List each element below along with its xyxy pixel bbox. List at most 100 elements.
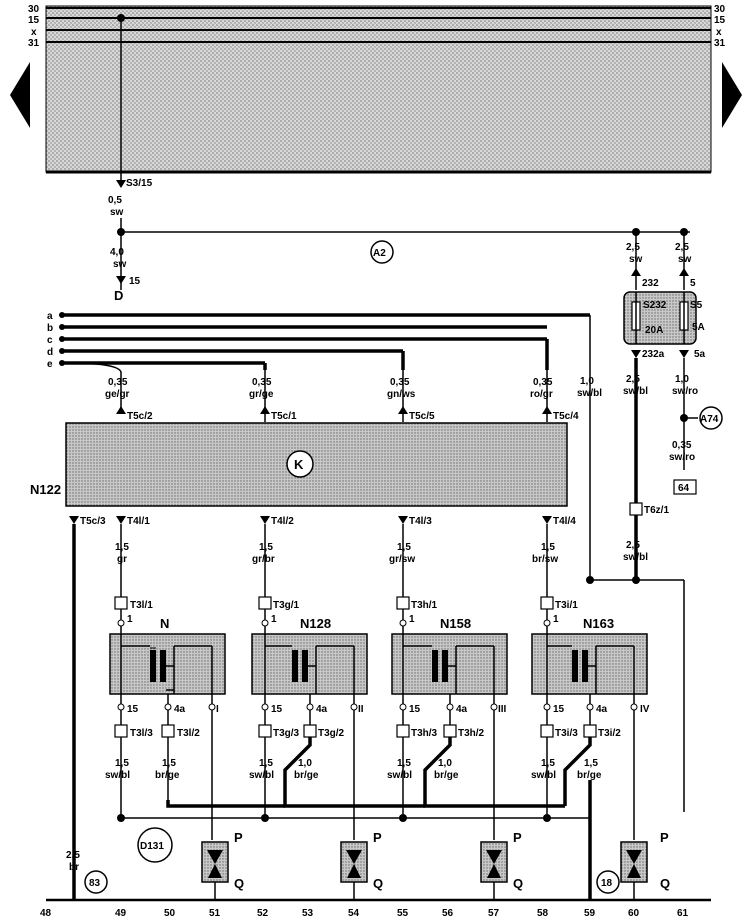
plug-q-label: Q	[660, 876, 670, 891]
connector-label: T3i/2	[598, 728, 621, 739]
ground-18-symbol	[596, 870, 620, 894]
relay-panel	[45, 5, 712, 174]
pin-label: 15	[553, 704, 565, 715]
control-unit-symbol	[286, 450, 314, 478]
wire-color: br	[69, 862, 79, 873]
wire-size: 0,35	[533, 377, 553, 388]
track-number: 57	[488, 908, 500, 919]
wire-color: ge/gr	[105, 389, 130, 400]
bus-letter-b: b	[47, 323, 53, 334]
pin-label: II	[358, 704, 364, 715]
plug-q-label: Q	[234, 876, 244, 891]
connector-label: T3g/2	[318, 728, 345, 739]
connector-label: T3i/1	[555, 600, 578, 611]
wire-size: 0,5	[108, 195, 122, 206]
a74-connector-symbol	[699, 406, 723, 430]
wire-size: 1,5	[584, 758, 598, 769]
rail-label-x-left: x	[31, 27, 37, 38]
coil-n163	[531, 596, 648, 900]
pin-label: T5c/1	[271, 411, 297, 422]
terminal-arrow-icon	[116, 180, 126, 188]
track-number: 58	[537, 908, 549, 919]
pin-label: 1	[409, 614, 415, 625]
bus-letter-e: e	[47, 359, 53, 370]
wire-color: br/ge	[577, 770, 602, 781]
coil-n128	[251, 596, 368, 840]
plug-p-label: P	[660, 830, 669, 845]
bus-letter-a: a	[47, 311, 53, 322]
a2-connector-symbol	[370, 240, 394, 264]
track-number: 54	[348, 908, 360, 919]
wire-color: gn/ws	[387, 389, 416, 400]
coil-name: N163	[583, 616, 614, 631]
track-number: 52	[257, 908, 269, 919]
track-number: 55	[397, 908, 409, 919]
ground-83-symbol	[84, 870, 108, 894]
pin-label: T5c/2	[127, 411, 153, 422]
ground-83-label: 83	[89, 878, 101, 889]
pin-label: 4a	[596, 704, 608, 715]
connector-label: T3l/3	[130, 728, 153, 739]
track-number: 61	[677, 908, 689, 919]
wire-color: gr/ge	[249, 389, 274, 400]
fuse-s5-label: S5	[690, 300, 703, 311]
wire-color: sw/bl	[249, 770, 274, 781]
wire-color: br/ge	[155, 770, 180, 781]
wire-color: sw/bl	[387, 770, 412, 781]
d-pin-label: 15	[129, 276, 141, 287]
pin-label: T4l/4	[553, 516, 576, 527]
rail-label-30-right: 30	[714, 4, 726, 15]
rail-label-15-right: 15	[714, 15, 726, 26]
pin-label: 4a	[456, 704, 468, 715]
wire-color: sw	[678, 254, 692, 265]
coil-name: N	[160, 616, 169, 631]
fuse-pin-label: 232	[642, 278, 659, 289]
track-number: 56	[442, 908, 454, 919]
control-unit-symbol-label: K	[294, 457, 304, 472]
wire-size: 1,5	[541, 758, 555, 769]
track-number: 53	[302, 908, 314, 919]
wire-size: 1,5	[115, 542, 129, 553]
plug-p-label: P	[373, 830, 382, 845]
wire-size: 0,35	[672, 440, 692, 451]
ref-box-64-label: 64	[678, 483, 690, 494]
pin-label: 1	[553, 614, 559, 625]
wire-size: 1,0	[675, 374, 689, 385]
page-next-arrow-icon[interactable]	[722, 62, 742, 128]
wire-color: br/sw	[532, 554, 558, 565]
wire-size: 1,5	[259, 758, 273, 769]
track-number: 49	[115, 908, 127, 919]
pin-label: 15	[409, 704, 421, 715]
a2-label: A2	[373, 248, 386, 259]
page-prev-arrow-icon[interactable]	[10, 62, 30, 128]
wire-color: sw	[113, 259, 127, 270]
s3-label: S3/15	[126, 178, 153, 189]
wire-size: 1,5	[115, 758, 129, 769]
fuse-pin-label: 5a	[694, 349, 706, 360]
wire-color: ro/gr	[530, 389, 553, 400]
wire-size: 1,0	[580, 376, 594, 387]
wire-color: sw	[110, 207, 124, 218]
ref-box-64	[673, 479, 697, 495]
connector-label: T3h/1	[411, 600, 438, 611]
d131-connector-symbol	[137, 827, 173, 863]
control-unit-name: N122	[30, 482, 61, 497]
pin-label: T5c/3	[80, 516, 106, 527]
current-track-numbers: 48 49 50 51 52 53 54 55 56 57 58 59 60 6…	[40, 908, 689, 919]
wire-size: 2,5	[626, 242, 640, 253]
wire-color: sw/bl	[577, 388, 602, 399]
d131-label: D131	[140, 841, 164, 852]
pin-label: 1	[127, 614, 133, 625]
harness-bus	[59, 312, 591, 580]
shared-wiring	[117, 800, 590, 822]
pin-label: T5c/5	[409, 411, 435, 422]
connector-label: T3g/1	[273, 600, 300, 611]
a74-label: A74	[700, 414, 719, 425]
plug-4	[620, 841, 648, 900]
fuse-pin-label: 5	[690, 278, 696, 289]
wire-color: sw/bl	[105, 770, 130, 781]
wire-size: 1,0	[298, 758, 312, 769]
connector-label: T3l/1	[130, 600, 153, 611]
connector-label: T3l/2	[177, 728, 200, 739]
